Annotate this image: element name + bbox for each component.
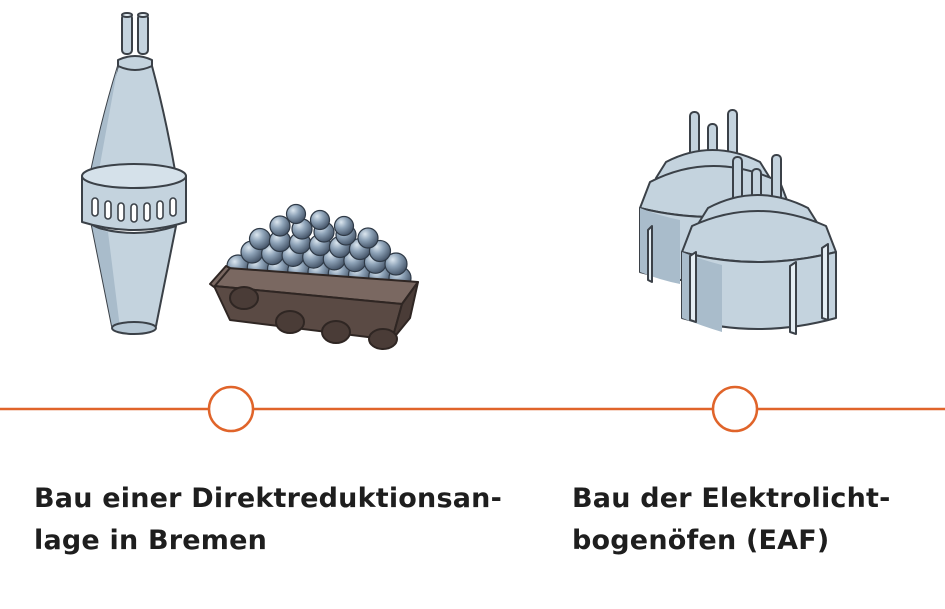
caption-line: bogenöfen (EAF): [572, 525, 830, 556]
ore-pellet: [384, 252, 408, 276]
milestone-caption-eaf: Bau der Elektrolicht- bogenöfen (EAF): [572, 478, 891, 562]
ore-pellet: [357, 227, 379, 249]
shaft-furnace-icon: [81, 12, 187, 335]
caption-line: Bau einer Direktreduktionsan-: [34, 483, 502, 514]
caption-line: Bau der Elektrolicht-: [572, 483, 891, 514]
milestone-caption-dri: Bau einer Direktreduktionsan- lage in Br…: [34, 478, 502, 562]
electric-arc-furnaces-icon: [639, 109, 837, 335]
milestone-marker-eaf[interactable]: [711, 385, 759, 433]
eaf-front: [681, 154, 837, 335]
ore-cart-icon: [209, 203, 419, 350]
caption-line: lage in Bremen: [34, 525, 268, 556]
ore-pellet: [309, 209, 331, 231]
ore-pellet: [333, 215, 355, 237]
milestone-marker-dri[interactable]: [207, 385, 255, 433]
ore-pellet: [285, 203, 307, 225]
ore-pellet: [248, 227, 272, 251]
ore-pellet: [269, 215, 291, 237]
